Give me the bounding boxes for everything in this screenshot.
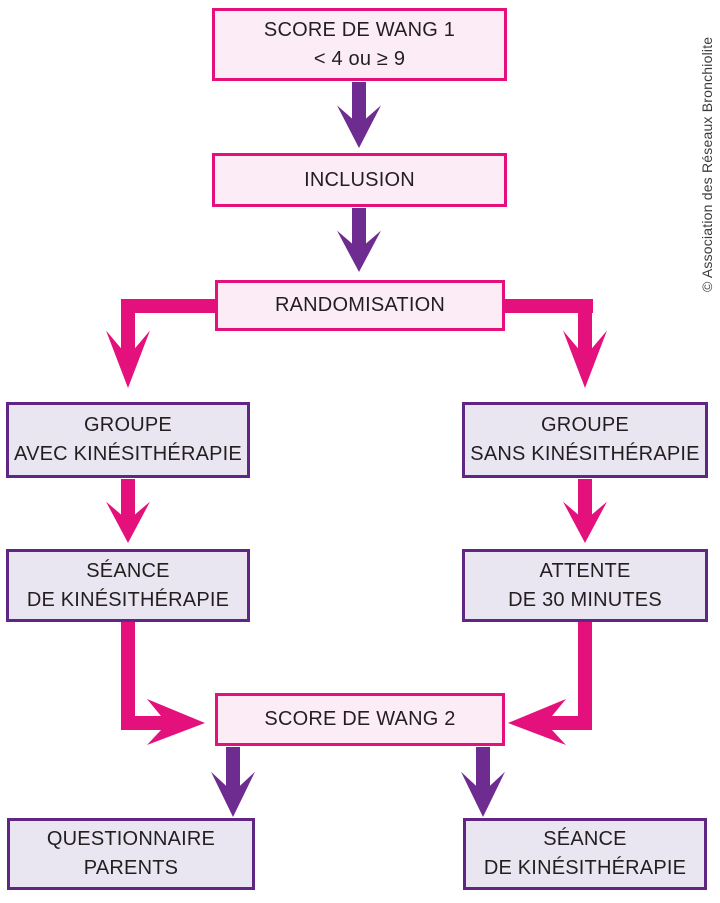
node-questionnaire-parents: QUESTIONNAIRE PARENTS xyxy=(7,818,255,890)
arrow-down-icon xyxy=(563,299,607,388)
arrow-down-icon xyxy=(337,82,381,148)
node-groupe-sans-line2: SANS KINÉSITHÉRAPIE xyxy=(470,443,700,465)
node-inclusion: INCLUSION xyxy=(212,153,507,207)
arrow-down-icon xyxy=(563,479,607,543)
node-score-wang-1: SCORE DE WANG 1 < 4 ou ≥ 9 xyxy=(212,8,507,81)
node-seance-kinesitherapie-2: SÉANCE DE KINÉSITHÉRAPIE xyxy=(463,818,707,890)
arrow-down-icon xyxy=(461,747,505,817)
node-seance1-line2: DE KINÉSITHÉRAPIE xyxy=(26,588,230,611)
node-groupe-avec-line1: GROUPE xyxy=(84,414,172,436)
arrow-right-icon xyxy=(121,622,205,745)
arrow-down-icon xyxy=(106,479,150,543)
node-score-wang-2: SCORE DE WANG 2 xyxy=(215,693,505,746)
node-seance2-line1: SÉANCE xyxy=(543,828,627,850)
connector-randomisation-left xyxy=(121,299,216,313)
node-attente-line1: ATTENTE xyxy=(539,559,631,582)
node-attente-line2: DE 30 MINUTES xyxy=(508,588,662,611)
node-seance2-line2: DE KINÉSITHÉRAPIE xyxy=(483,857,687,879)
copyright-credit: © Association des Réseaux Bronchiolite xyxy=(699,36,715,292)
arrow-left-icon xyxy=(508,622,592,745)
node-randomisation-label: RANDOMISATION xyxy=(274,294,445,316)
node-score-wang-1-line2: < 4 ou ≥ 9 xyxy=(313,47,406,70)
node-score-wang-1-line1: SCORE DE WANG 1 xyxy=(263,18,456,41)
node-questionnaire-line1: QUESTIONNAIRE xyxy=(46,828,216,850)
node-groupe-sans-kinesitherapie: GROUPE SANS KINÉSITHÉRAPIE xyxy=(462,402,708,478)
node-groupe-avec-line2: AVEC KINÉSITHÉRAPIE xyxy=(14,443,242,465)
arrow-down-icon xyxy=(337,208,381,272)
node-score-wang-2-label: SCORE DE WANG 2 xyxy=(264,708,456,730)
node-groupe-avec-kinesitherapie: GROUPE AVEC KINÉSITHÉRAPIE xyxy=(6,402,250,478)
connector-randomisation-right xyxy=(504,299,593,313)
node-inclusion-label: INCLUSION xyxy=(304,168,415,191)
node-attente-30-minutes: ATTENTE DE 30 MINUTES xyxy=(462,549,708,622)
node-seance1-line1: SÉANCE xyxy=(86,559,170,582)
node-questionnaire-line2: PARENTS xyxy=(83,857,179,879)
arrow-down-icon xyxy=(211,747,255,817)
node-randomisation: RANDOMISATION xyxy=(215,280,505,331)
arrow-down-icon xyxy=(106,299,150,388)
node-groupe-sans-line1: GROUPE xyxy=(541,414,629,436)
node-seance-kinesitherapie-1: SÉANCE DE KINÉSITHÉRAPIE xyxy=(6,549,250,622)
